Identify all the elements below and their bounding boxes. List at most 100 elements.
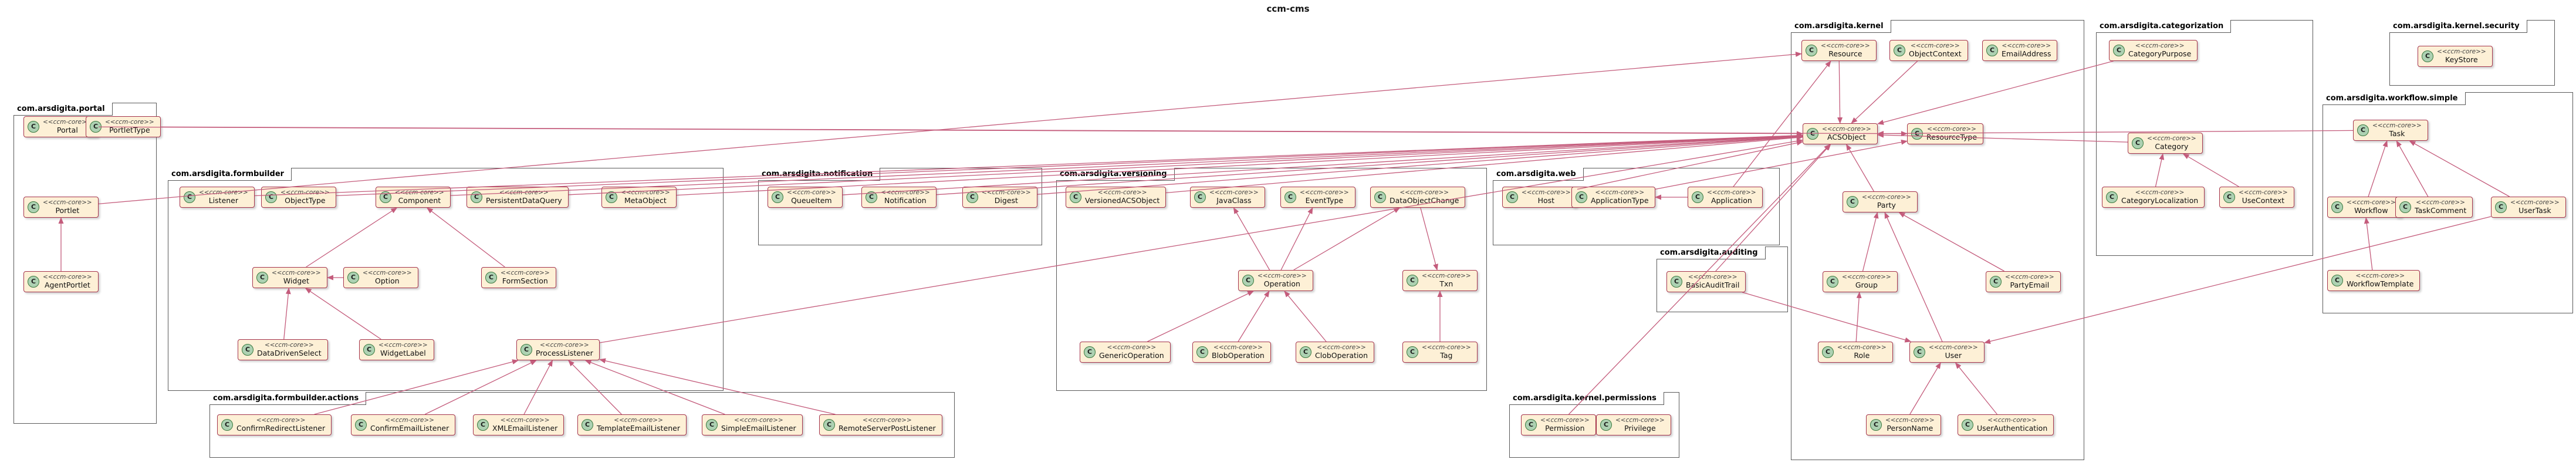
class-UserTask: C<<ccm-core>>UserTask — [2491, 197, 2566, 218]
class-text: <<ccm-core>>DataObjectChange — [1390, 189, 1459, 205]
class-stereotype: <<ccm-core>> — [1595, 189, 1645, 196]
class-stereotype: <<ccm-core>> — [1213, 344, 1263, 351]
class-circle-icon: C — [706, 418, 718, 431]
class-QueueItem: C<<ccm-core>>QueueItem — [768, 187, 843, 208]
class-circle-icon: C — [1576, 191, 1587, 203]
class-text: <<ccm-core>>SimpleEmailListener — [721, 417, 796, 433]
class-circle-icon: C — [1084, 346, 1096, 358]
class-Txn: C<<ccm-core>>Txn — [1402, 270, 1478, 291]
class-Component: C<<ccm-core>>Component — [376, 187, 451, 208]
class-DataObjectChange: C<<ccm-core>>DataObjectChange — [1370, 187, 1466, 208]
class-JavaClass: C<<ccm-core>>JavaClass — [1190, 187, 1265, 208]
class-text: <<ccm-core>>DataDrivenSelect — [257, 342, 322, 357]
class-name: CategoryPurpose — [2128, 49, 2192, 58]
class-circle-icon: C — [2399, 201, 2411, 213]
class-name: Category — [2155, 141, 2189, 151]
class-ACSObject: C<<ccm-core>>ACSObject — [1803, 123, 1878, 144]
class-text: <<ccm-core>>TemplateEmailListener — [597, 417, 680, 433]
class-ResourceType: C<<ccm-core>>ResourceType — [1907, 123, 1984, 144]
class-text: <<ccm-core>>Workflow — [2347, 199, 2396, 215]
class-PersonName: C<<ccm-core>>PersonName — [1866, 414, 1941, 435]
class-text: <<ccm-core>>KeyStore — [2437, 48, 2486, 64]
class-name: Role — [1854, 350, 1870, 360]
class-text: <<ccm-core>>ConfirmEmailListener — [370, 417, 449, 433]
class-name: Component — [398, 195, 441, 205]
class-stereotype: <<ccm-core>> — [2239, 189, 2288, 196]
class-text: <<ccm-core>>Tag — [1422, 344, 1471, 360]
class-stereotype: <<ccm-core>> — [1837, 344, 1887, 351]
package-label: com.arsdigita.formbuilder — [168, 168, 292, 181]
class-circle-icon: C — [1407, 274, 1418, 286]
class-name: DataObjectChange — [1390, 195, 1459, 205]
class-name: BasicAuditTrail — [1686, 280, 1740, 289]
class-text: <<ccm-core>>ObjectContext — [1909, 42, 1962, 58]
class-circle-icon: C — [1070, 191, 1081, 203]
class-stereotype: <<ccm-core>> — [1822, 126, 1871, 133]
class-circle-icon: C — [2331, 201, 2343, 213]
class-text: <<ccm-core>>Party — [1862, 194, 1911, 210]
class-circle-icon: C — [520, 343, 532, 356]
class-text: <<ccm-core>>XMLEmailListener — [492, 417, 557, 433]
class-Category: C<<ccm-core>>Category — [2128, 133, 2203, 154]
class-text: <<ccm-core>>Digest — [982, 189, 1031, 205]
class-text: <<ccm-core>>Role — [1837, 344, 1887, 360]
class-name: ProcessListener — [536, 348, 593, 357]
class-stereotype: <<ccm-core>> — [1821, 42, 1870, 49]
class-text: <<ccm-core>>ObjectType — [280, 189, 330, 205]
class-text: <<ccm-core>>CategoryPurpose — [2128, 42, 2192, 58]
class-circle-icon: C — [2357, 124, 2369, 136]
package-label: com.arsdigita.notification — [758, 168, 881, 181]
class-circle-icon: C — [1914, 346, 1925, 358]
class-Operation: C<<ccm-core>>Operation — [1238, 270, 1313, 291]
class-text: <<ccm-core>>ACSObject — [1822, 126, 1871, 141]
class-name: ResourceType — [1926, 132, 1977, 141]
class-stereotype: <<ccm-core>> — [378, 342, 428, 349]
class-stereotype: <<ccm-core>> — [1885, 417, 1935, 424]
class-circle-icon: C — [1806, 44, 1817, 56]
class-text: <<ccm-core>>Component — [395, 189, 444, 205]
class-stereotype: <<ccm-core>> — [733, 417, 783, 424]
class-UseContext: C<<ccm-core>>UseContext — [2219, 187, 2294, 208]
class-text: <<ccm-core>>GenericOperation — [1099, 344, 1164, 360]
class-circle-icon: C — [1525, 418, 1537, 431]
class-name: Application — [1710, 195, 1752, 205]
class-name: CategoryLocalization — [2121, 195, 2199, 205]
class-stereotype: <<ccm-core>> — [1522, 189, 1571, 196]
class-name: WidgetLabel — [380, 348, 426, 357]
class-text: <<ccm-core>>Portlet — [43, 199, 92, 215]
class-stereotype: <<ccm-core>> — [1422, 272, 1471, 279]
class-stereotype: <<ccm-core>> — [499, 189, 549, 196]
class-Party: C<<ccm-core>>Party — [1843, 191, 1918, 212]
class-EventType: C<<ccm-core>>EventType — [1280, 187, 1355, 208]
class-name: Digest — [994, 195, 1018, 205]
class-name: VersionedACSObject — [1085, 195, 1160, 205]
class-stereotype: <<ccm-core>> — [787, 189, 836, 196]
class-PersistentDataQuery: C<<ccm-core>>PersistentDataQuery — [466, 187, 569, 208]
class-name: UseContext — [2242, 195, 2285, 205]
class-stereotype: <<ccm-core>> — [2355, 272, 2405, 279]
class-UserAuthentication: C<<ccm-core>>UserAuthentication — [1958, 414, 2054, 435]
class-text: <<ccm-core>>Application — [1707, 189, 1756, 205]
class-circle-icon: C — [471, 191, 482, 203]
class-AgentPortlet: C<<ccm-core>>AgentPortlet — [23, 271, 99, 292]
class-ConfirmRedirectListener: C<<ccm-core>>ConfirmRedirectListener — [217, 414, 332, 435]
class-text: <<ccm-core>>Portal — [43, 119, 92, 134]
class-name: UserTask — [2518, 205, 2551, 215]
class-stereotype: <<ccm-core>> — [862, 417, 912, 424]
class-CategoryPurpose: C<<ccm-core>>CategoryPurpose — [2109, 40, 2198, 61]
package-label: com.arsdigita.categorization — [2096, 20, 2232, 33]
class-stereotype: <<ccm-core>> — [2002, 42, 2051, 49]
class-stereotype: <<ccm-core>> — [501, 269, 550, 276]
class-name: ObjectType — [285, 195, 326, 205]
class-name: Privilege — [1624, 423, 1656, 433]
package-label: com.arsdigita.kernel.permissions — [1509, 392, 1664, 405]
class-Digest: C<<ccm-core>>Digest — [962, 187, 1037, 208]
class-stereotype: <<ccm-core>> — [1540, 417, 1590, 424]
class-text: <<ccm-core>>UseContext — [2239, 189, 2288, 205]
class-stereotype: <<ccm-core>> — [1209, 189, 1259, 196]
class-name: Portal — [56, 125, 78, 134]
class-text: <<ccm-core>>Resource — [1821, 42, 1870, 58]
class-stereotype: <<ccm-core>> — [105, 119, 154, 126]
class-stereotype: <<ccm-core>> — [43, 119, 92, 126]
class-RemoteServerPostListener: C<<ccm-core>>RemoteServerPostListener — [819, 414, 942, 435]
